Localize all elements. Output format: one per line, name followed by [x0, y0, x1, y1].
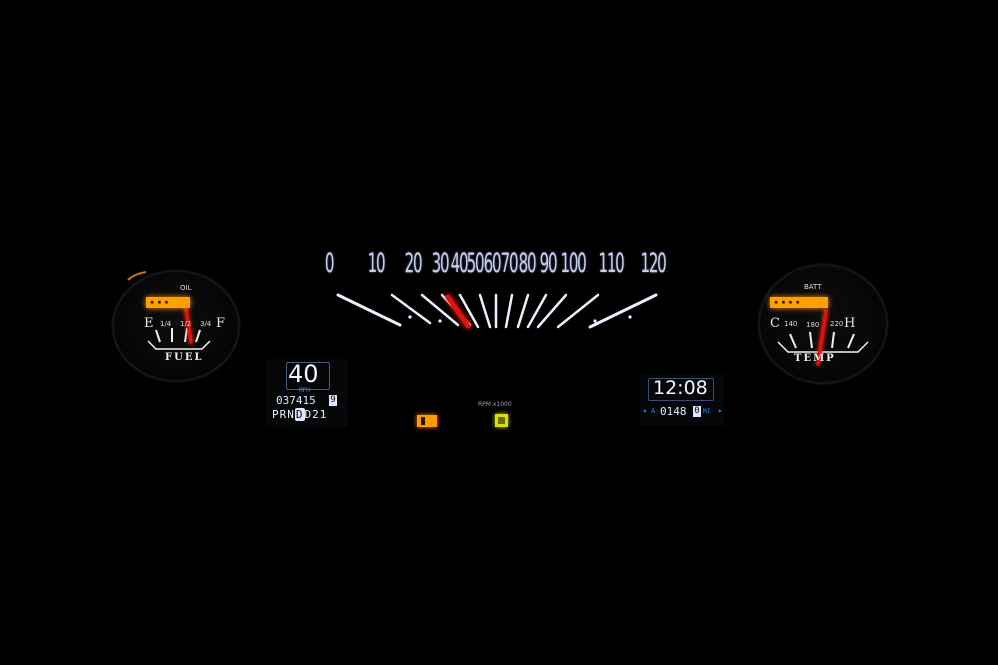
- clock-box: [648, 378, 714, 401]
- oil-pressure-bar: ▪▪▪: [146, 297, 190, 308]
- temp-220-label: 220: [830, 320, 844, 328]
- speed-tick-120: [588, 293, 658, 329]
- speed-tick-20: [420, 293, 460, 327]
- turn-signal-left-icon: ◂: [642, 406, 647, 415]
- speed-box: [286, 362, 330, 390]
- fuel-gauge: OIL ▪▪▪ E 1/4 1/2 3/4 F FUEL: [112, 270, 240, 382]
- speed-minor-dot: [593, 319, 597, 323]
- trip-value: 0148: [660, 405, 687, 418]
- speedometer-needle: [445, 294, 471, 329]
- speed-tick-90: [526, 293, 548, 329]
- speed-label-70: 70: [500, 248, 519, 279]
- odometer-value: 037415: [276, 394, 316, 407]
- speed-label-110: 110: [598, 248, 624, 279]
- temp-gauge: BATT ▪▪▪▪ C 140 180 220 H TEMP: [758, 264, 888, 384]
- speed-label-80: 80: [518, 248, 537, 279]
- speedometer-ticks: [336, 293, 658, 329]
- gear-2: 2: [312, 408, 320, 421]
- speed-label-100: 100: [560, 248, 586, 279]
- gear-indicator: PRNDD21: [272, 408, 327, 421]
- speed-tick-100: [536, 293, 568, 329]
- speed-unit: MPH: [299, 387, 310, 394]
- fuel-gauge-face: [127, 271, 211, 350]
- trip-tenth: 0: [693, 406, 701, 417]
- speed-tick-110: [556, 293, 600, 329]
- fuel-empty-label: E: [144, 316, 154, 331]
- speed-label-10: 10: [367, 248, 386, 279]
- speed-minor-dot: [408, 315, 412, 319]
- speed-minor-dot: [438, 319, 442, 323]
- batt-label: BATT: [804, 283, 822, 291]
- temp-140-label: 140: [784, 320, 798, 328]
- fuel-quarter-label: 1/4: [160, 320, 172, 328]
- trip-label: A: [651, 407, 656, 415]
- fuel-title: FUEL: [165, 352, 204, 363]
- left-lcd-display: 40 MPH 037415 9 PRNDD21: [266, 359, 348, 427]
- speed-label-40: 40: [450, 248, 469, 279]
- speed-tick-40: [458, 293, 480, 329]
- fuel-full-label: F: [216, 316, 226, 331]
- right-lcd-display: 12:08 ◂ A 0148 0 MI ▸: [640, 374, 724, 426]
- temp-title: TEMP: [794, 353, 836, 364]
- gear-n: N: [287, 408, 295, 421]
- trip-unit: MI: [703, 408, 711, 415]
- high-beam-icon: [495, 414, 508, 427]
- fuel-half-label: 1/2: [180, 320, 192, 328]
- oil-label: OIL: [180, 284, 192, 292]
- digital-speed: 40: [288, 360, 319, 388]
- temp-cold-label: C: [770, 316, 780, 331]
- gear-d: D: [304, 408, 313, 421]
- speed-minor-dot: [628, 315, 632, 319]
- speed-label-20: 20: [404, 248, 423, 279]
- gear-1: 1: [319, 408, 328, 421]
- temp-hot-label: H: [844, 316, 856, 331]
- speed-tick-70: [504, 293, 514, 329]
- battery-voltage-bar: ▪▪▪▪: [770, 297, 828, 308]
- gear-p: P: [272, 408, 280, 421]
- odometer-tenth: 9: [329, 395, 337, 406]
- speed-label-50: 50: [466, 248, 485, 279]
- fuel-three-quarter-label: 3/4: [200, 320, 212, 328]
- gear-selected: D: [294, 408, 305, 421]
- speed-label-90: 90: [539, 248, 558, 279]
- rpm-label: RPM x1000: [478, 401, 512, 408]
- speed-tick-50: [478, 293, 492, 329]
- speed-tick-10: [390, 293, 432, 325]
- temp-180-label: 180: [806, 321, 820, 329]
- speed-label-30: 30: [431, 248, 450, 279]
- temp-gauge-face: [777, 309, 869, 366]
- check-engine-icon: [417, 415, 437, 427]
- gear-r: R: [279, 408, 288, 421]
- speed-label-0: 0: [324, 248, 335, 279]
- clock-display: 12:08: [653, 377, 708, 399]
- speed-tick-80: [516, 293, 530, 329]
- speed-label-120: 120: [640, 248, 666, 279]
- speed-tick-0: [336, 293, 402, 327]
- speed-label-60: 60: [483, 248, 502, 279]
- turn-signal-right-icon: ▸: [718, 406, 723, 415]
